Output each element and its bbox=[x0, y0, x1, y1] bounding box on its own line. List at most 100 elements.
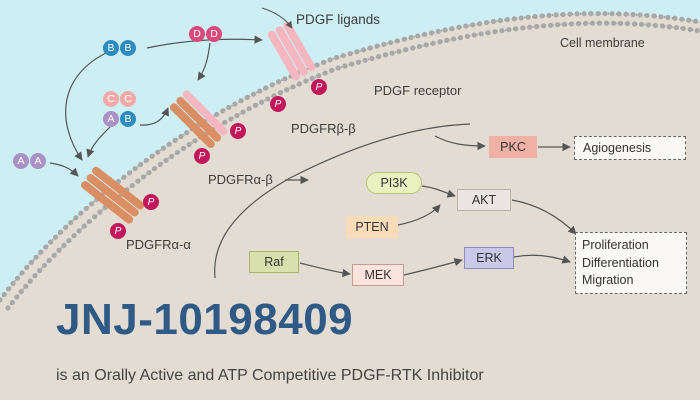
membrane-bead bbox=[232, 101, 238, 107]
arrow-cc-to-aa bbox=[86, 126, 111, 158]
membrane-bead bbox=[602, 10, 608, 17]
membrane-bead bbox=[10, 280, 16, 287]
membrane-bead bbox=[169, 153, 175, 159]
membrane-bead bbox=[616, 11, 622, 17]
outcome-group-box: Proliferation Differentiation Migration bbox=[575, 232, 687, 294]
membrane-bead bbox=[238, 98, 244, 104]
arrow-dd-to-ab bbox=[197, 42, 211, 81]
ligand-a-circle: A bbox=[30, 153, 46, 169]
membrane-bead bbox=[394, 38, 401, 44]
membrane-bead bbox=[546, 12, 552, 18]
membrane-bead bbox=[408, 34, 414, 41]
membrane-bead bbox=[666, 24, 673, 30]
membrane-bead bbox=[582, 20, 589, 26]
membrane-bead bbox=[430, 40, 436, 46]
membrane-bead bbox=[471, 32, 477, 38]
ligand-c-circle: C bbox=[120, 91, 136, 107]
arrow-bb-to-bb bbox=[146, 35, 263, 49]
membrane-bead bbox=[327, 57, 333, 63]
node-pkc: PKC bbox=[489, 136, 537, 158]
membrane-bead bbox=[362, 57, 368, 63]
membrane-bead bbox=[617, 20, 624, 26]
membrane-bead bbox=[679, 16, 685, 22]
membrane-bead bbox=[174, 149, 181, 156]
membrane-bead bbox=[354, 49, 360, 55]
membrane-bead bbox=[638, 21, 645, 27]
phospho-p-circle: P bbox=[110, 223, 126, 239]
membrane-bead bbox=[192, 138, 198, 144]
membrane-bead bbox=[33, 254, 39, 260]
membrane-bead bbox=[166, 141, 172, 147]
membrane-bead bbox=[252, 102, 258, 109]
membrane-bead bbox=[673, 24, 679, 31]
membrane-bead bbox=[652, 22, 659, 28]
pdgf-receptor-label: PDGF receptor bbox=[374, 83, 462, 98]
membrane-bead bbox=[258, 99, 265, 105]
membrane-bead bbox=[687, 26, 693, 33]
membrane-bead bbox=[334, 54, 340, 61]
outcome-migration: Migration bbox=[582, 273, 634, 287]
membrane-bead bbox=[410, 45, 416, 51]
membrane-bead bbox=[140, 174, 147, 180]
membrane-bead bbox=[316, 73, 322, 79]
compound-subtitle: is an Orally Active and ATP Competitive … bbox=[56, 367, 484, 384]
arrow-pten-to-akt bbox=[397, 204, 441, 226]
membrane-bead bbox=[329, 67, 335, 74]
membrane-bead bbox=[415, 33, 421, 39]
cell-membrane-label: Cell membrane bbox=[560, 36, 645, 50]
membrane-bead bbox=[444, 37, 450, 43]
membrane-bead bbox=[388, 39, 394, 46]
membrane-bead bbox=[155, 149, 161, 155]
membrane-bead bbox=[659, 23, 666, 29]
membrane-bead bbox=[376, 54, 382, 60]
ligand-d-circle: D bbox=[206, 26, 222, 42]
membrane-bead bbox=[347, 51, 353, 57]
compound-title: JNJ-10198409 bbox=[56, 295, 354, 344]
ligand-a-circle: A bbox=[103, 111, 119, 127]
arrow-raf-to-mek bbox=[299, 262, 351, 278]
membrane-bead bbox=[423, 42, 429, 48]
membrane-bead bbox=[665, 14, 671, 21]
membrane-bead bbox=[335, 65, 341, 71]
ligand-b-circle: B bbox=[120, 40, 136, 56]
membrane-bead bbox=[143, 157, 149, 163]
membrane-bead bbox=[645, 22, 652, 28]
membrane-bead bbox=[269, 82, 275, 88]
membrane-bead bbox=[234, 112, 240, 119]
receptor-pdgfr-alpha-beta bbox=[169, 90, 228, 149]
membrane-bead bbox=[228, 116, 234, 122]
arrow-ligand-label bbox=[261, 7, 293, 29]
receptor-aa-label: PDGFRα-α bbox=[126, 237, 191, 252]
membrane-bead bbox=[296, 81, 303, 87]
membrane-bead bbox=[172, 137, 178, 143]
ligand-b-circle: B bbox=[103, 40, 119, 56]
pdgf-ligands-label: PDGF ligands bbox=[296, 12, 381, 27]
node-mek: MEK bbox=[352, 264, 404, 286]
membrane-bead bbox=[401, 36, 407, 42]
membrane-bead bbox=[76, 228, 82, 234]
membrane-bead bbox=[520, 25, 526, 31]
membrane-bead bbox=[589, 20, 596, 26]
membrane-bead bbox=[282, 76, 288, 82]
membrane-bead bbox=[369, 55, 375, 62]
membrane-bead bbox=[416, 43, 423, 50]
membrane-bead bbox=[52, 234, 59, 240]
arrow-ab-to-ab bbox=[139, 107, 169, 126]
membrane-bead bbox=[63, 224, 69, 230]
membrane-bead bbox=[51, 252, 57, 258]
membrane-bead bbox=[5, 305, 11, 311]
phospho-p-circle: P bbox=[143, 194, 159, 210]
membrane-bead bbox=[548, 22, 554, 28]
membrane-bead bbox=[492, 29, 498, 35]
arrow-mek-to-erk bbox=[403, 258, 463, 276]
membrane-bead bbox=[478, 31, 484, 37]
membrane-bead bbox=[499, 28, 505, 34]
membrane-bead bbox=[532, 13, 538, 20]
membrane-bead bbox=[88, 201, 95, 207]
membrane-bead bbox=[575, 21, 582, 27]
membrane-bead bbox=[442, 27, 448, 33]
membrane-bead bbox=[56, 247, 62, 253]
membrane-bead bbox=[513, 26, 519, 32]
membrane-bead bbox=[24, 264, 30, 271]
